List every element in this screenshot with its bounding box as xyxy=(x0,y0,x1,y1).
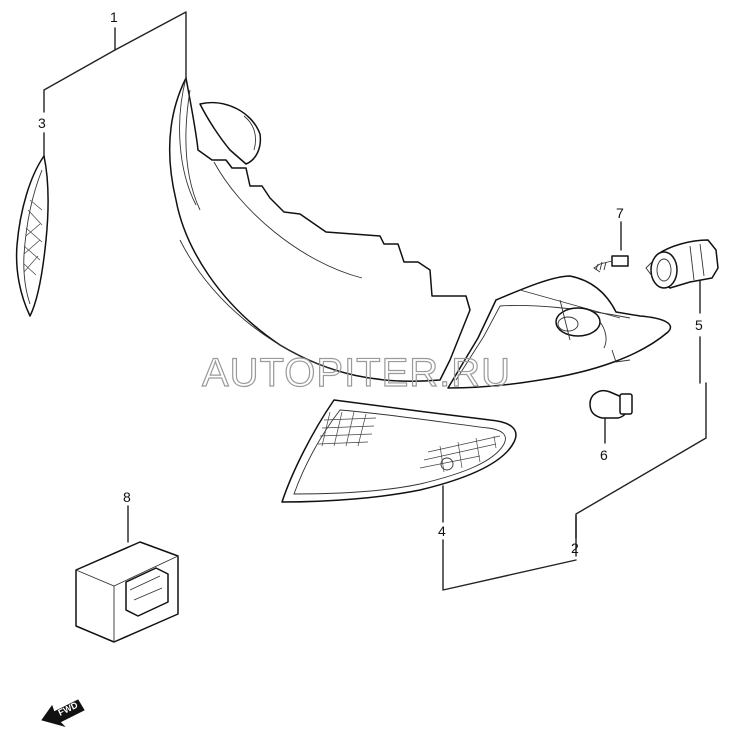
screw xyxy=(593,255,629,273)
turn-signal-lens xyxy=(281,399,517,503)
callout-2: 2 xyxy=(571,540,579,556)
side-marker-lens xyxy=(15,155,49,317)
callout-3: 3 xyxy=(38,115,46,131)
bulb xyxy=(589,390,633,419)
callout-1: 1 xyxy=(110,9,118,25)
leader-lines xyxy=(43,11,707,591)
watermark: AUTOPITER.RU xyxy=(202,351,511,395)
callout-8: 8 xyxy=(123,489,131,505)
callout-5: 5 xyxy=(695,317,703,333)
turn-signal-housing xyxy=(447,275,672,389)
headlamp-housing xyxy=(168,77,471,382)
callout-4: 4 xyxy=(438,523,446,539)
callout-6: 6 xyxy=(600,447,608,463)
forward-direction-arrow: FWD xyxy=(41,699,85,727)
flasher-relay xyxy=(75,541,179,643)
callout-numbers: 1 2 3 4 5 6 7 8 xyxy=(38,9,703,556)
bulb-socket xyxy=(645,239,719,289)
callout-7: 7 xyxy=(616,205,624,221)
